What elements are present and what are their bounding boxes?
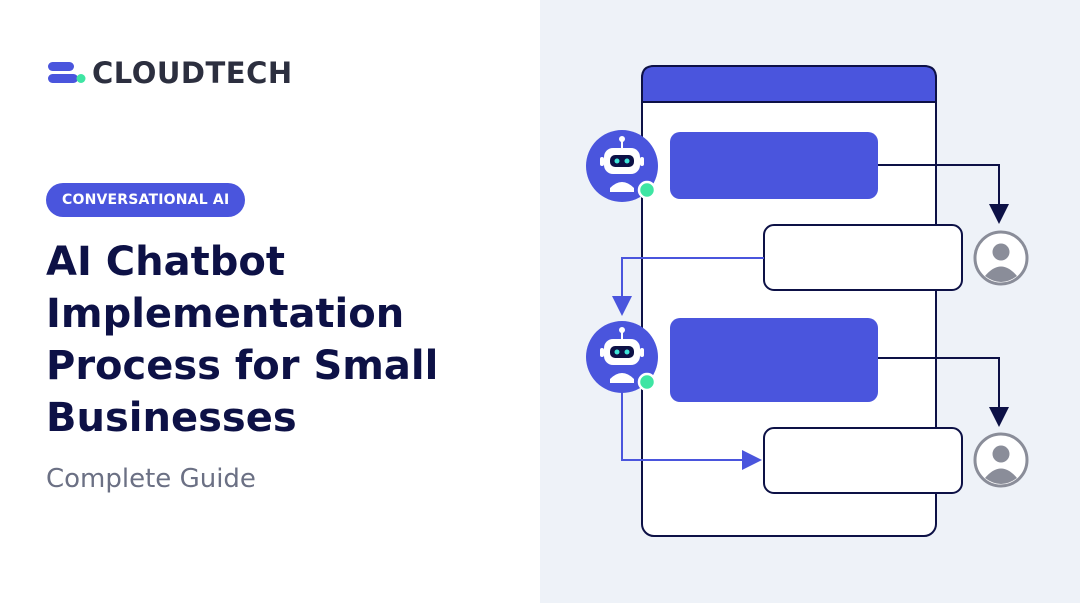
online-status-dot-icon [637, 180, 657, 200]
title-line: Process for Small [46, 343, 439, 389]
brand-logo[interactable]: CLOUDTECH [46, 56, 293, 90]
chat-flow-illustration [586, 65, 1029, 537]
cloudtech-logo-icon [48, 62, 86, 83]
online-status-dot-icon [637, 372, 657, 392]
user-message-bubble [763, 427, 963, 494]
bot-message-bubble [670, 132, 878, 199]
brand-name: CLOUDTECH [92, 56, 293, 90]
flow-arrow-icon [878, 357, 1009, 427]
title-line: AI Chatbot [46, 239, 285, 285]
flow-arrow-icon [612, 257, 764, 316]
user-avatar-icon [973, 432, 1029, 488]
title-line: Implementation [46, 291, 405, 337]
subtitle: Complete Guide [46, 464, 256, 494]
bot-avatar-icon [586, 321, 658, 393]
bot-message-bubble [670, 318, 878, 402]
page-title: AI Chatbot Implementation Process for Sm… [46, 236, 526, 444]
user-avatar-icon [973, 230, 1029, 286]
left-panel: CLOUDTECH CONVERSATIONAL AI AI Chatbot I… [46, 56, 526, 494]
flow-arrow-icon [878, 164, 1009, 224]
chat-window-header [641, 65, 937, 103]
title-line: Businesses [46, 395, 297, 441]
flow-arrow-icon [621, 392, 762, 470]
user-message-bubble [763, 224, 963, 291]
category-badge: CONVERSATIONAL AI [46, 183, 246, 217]
